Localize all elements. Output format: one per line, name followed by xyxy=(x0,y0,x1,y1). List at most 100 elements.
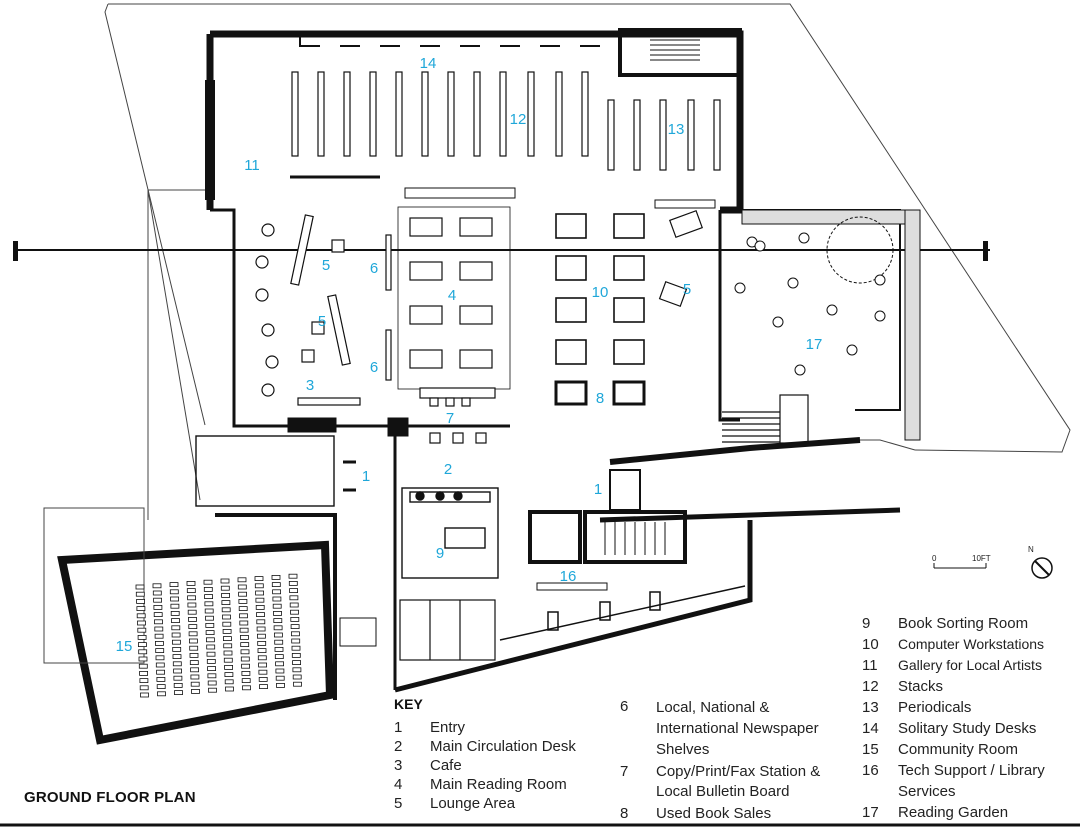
seat xyxy=(274,647,284,652)
seat xyxy=(171,618,180,623)
key-number: 4 xyxy=(394,776,403,793)
key-text: Community Room xyxy=(898,741,1019,758)
seat xyxy=(137,642,147,647)
seat xyxy=(139,671,149,676)
seat xyxy=(208,687,217,693)
seat xyxy=(205,630,215,635)
key-text: Lounge Area xyxy=(430,795,516,812)
seat xyxy=(188,638,198,644)
seat xyxy=(220,585,230,591)
seat xyxy=(241,663,251,669)
key-text: Tech Support / Library Services xyxy=(898,762,1045,800)
seat xyxy=(241,671,251,676)
seat xyxy=(186,588,196,593)
room-label: 5 xyxy=(322,257,330,274)
room-label: 11 xyxy=(244,157,260,174)
seat xyxy=(254,576,264,581)
seat xyxy=(135,591,145,597)
seat xyxy=(274,654,284,659)
seat xyxy=(153,597,163,603)
key-text: Stacks xyxy=(898,678,944,695)
seat xyxy=(170,603,180,609)
seat xyxy=(136,613,146,619)
seat xyxy=(256,633,266,639)
key-text: Solitary Study Desks xyxy=(898,720,1037,737)
seat xyxy=(272,603,282,609)
seat xyxy=(255,590,265,596)
seat xyxy=(273,618,283,623)
room-labels: 14 12 13 11 5 6 4 10 5 5 6 3 7 8 17 1 2 … xyxy=(116,55,823,655)
entry-vestibule xyxy=(195,435,356,507)
seat xyxy=(289,602,299,608)
seat xyxy=(223,650,233,656)
seat xyxy=(290,624,300,629)
copy-station xyxy=(419,387,496,444)
seat xyxy=(258,662,268,668)
seat xyxy=(291,638,301,644)
key-number: 15 xyxy=(862,741,879,758)
room-label: 4 xyxy=(448,287,456,304)
room-label: 1 xyxy=(362,468,370,485)
seat xyxy=(259,684,268,689)
seat xyxy=(241,678,251,683)
seat xyxy=(154,626,164,632)
seat xyxy=(169,589,179,595)
seat xyxy=(205,615,214,621)
seat xyxy=(173,668,183,674)
seat xyxy=(156,669,166,675)
central-stair xyxy=(528,469,687,564)
seat xyxy=(187,609,197,615)
seat xyxy=(238,591,248,597)
seat xyxy=(288,573,298,579)
seat xyxy=(153,612,163,617)
seat xyxy=(191,689,200,694)
room-label: 10 xyxy=(592,284,609,301)
seat xyxy=(275,675,285,681)
key-text: Book Sorting Room xyxy=(898,615,1029,632)
room-label: 3 xyxy=(306,377,314,394)
scale-ten-label: 10FT xyxy=(972,554,991,563)
seat xyxy=(256,619,266,625)
key-number: 17 xyxy=(862,804,879,821)
seat xyxy=(171,632,181,638)
seat xyxy=(254,583,264,589)
key-text: Main Circulation Desk xyxy=(430,738,576,755)
seat xyxy=(155,662,165,668)
seat xyxy=(239,627,249,633)
seat xyxy=(189,653,199,658)
seat xyxy=(189,645,199,651)
seat xyxy=(222,629,232,634)
reading-garden xyxy=(734,209,921,441)
seat xyxy=(154,633,164,639)
seat xyxy=(205,623,215,628)
room-label: 13 xyxy=(668,121,685,138)
seat xyxy=(275,668,285,674)
room-label: 14 xyxy=(420,55,437,72)
seat xyxy=(170,596,180,602)
seat xyxy=(224,672,234,677)
seat xyxy=(153,605,163,610)
seat xyxy=(292,667,302,673)
seat xyxy=(207,666,217,671)
seat xyxy=(222,636,232,641)
room-label: 1 xyxy=(594,481,602,498)
main-walls xyxy=(205,30,901,700)
seat xyxy=(155,655,165,661)
seat xyxy=(169,582,179,587)
seat xyxy=(154,641,164,646)
seat xyxy=(240,656,250,662)
seat xyxy=(204,594,214,599)
seat xyxy=(136,599,146,604)
key-number: 16 xyxy=(862,762,879,779)
seat xyxy=(173,675,183,681)
seat xyxy=(224,679,234,685)
seat xyxy=(240,649,250,655)
room-label: 6 xyxy=(370,359,378,376)
room-label: 12 xyxy=(510,111,527,128)
